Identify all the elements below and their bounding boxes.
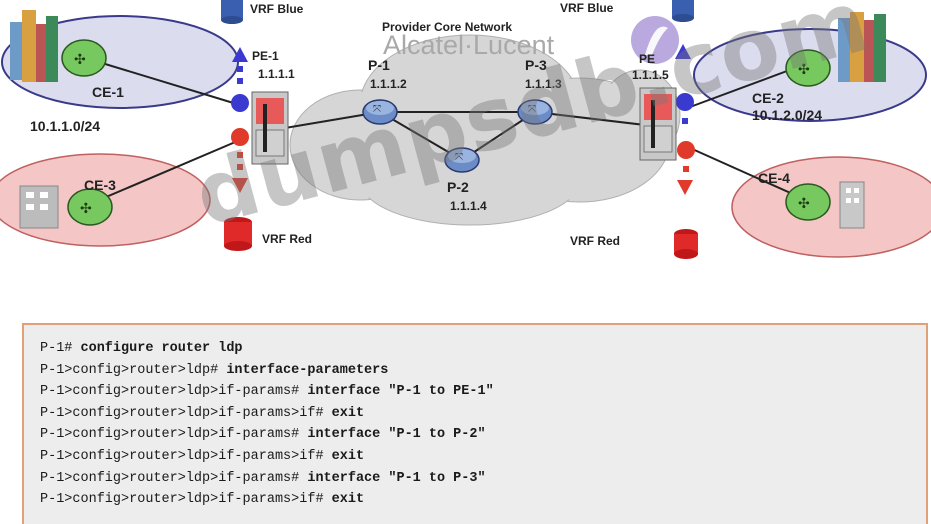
svg-text:⤧: ⤧ xyxy=(528,104,536,115)
vrf-blue-right-label: VRF Blue xyxy=(560,1,614,15)
svg-text:⤧: ⤧ xyxy=(373,104,381,115)
pe2-ip: 1.1.1.5 xyxy=(632,68,669,82)
p2-name: P-2 xyxy=(447,179,469,195)
vrf-blue-right-icon xyxy=(672,0,694,22)
ce1-router-icon: ✣ xyxy=(61,39,107,77)
vrf-red-right-icon xyxy=(674,229,698,259)
p1-name: P-1 xyxy=(368,57,390,73)
ce2-router-icon: ✣ xyxy=(785,49,831,87)
ce3-building-icon xyxy=(19,185,59,229)
cli-line: P-1>config>router>ldp# interface-paramet… xyxy=(40,362,389,378)
svg-text:✣: ✣ xyxy=(74,52,86,68)
ce4-name: CE-4 xyxy=(758,170,790,186)
cli-line: P-1>config>router>ldp>if-params# interfa… xyxy=(40,427,486,443)
pe1-ip: 1.1.1.1 xyxy=(258,67,295,81)
ce1-name: CE-1 xyxy=(92,84,124,100)
network-diagram: VRF Blue VRF Blue Provider Core Network … xyxy=(0,0,931,259)
ce4-site-ellipse xyxy=(731,156,931,258)
p3-ip: 1.1.1.3 xyxy=(525,77,562,91)
vrf-red-left-label: VRF Red xyxy=(262,232,312,246)
p1-router-icon: ⤧ xyxy=(362,99,398,125)
vrf-red-right-label: VRF Red xyxy=(570,234,620,248)
pe1-blue-vrf-dot xyxy=(231,94,249,112)
svg-text:✣: ✣ xyxy=(80,201,92,217)
vrf-blue-left-label: VRF Blue xyxy=(250,2,304,16)
pe1-router-icon xyxy=(251,91,289,165)
p2-ip: 1.1.1.4 xyxy=(450,199,487,213)
cli-line: P-1# configure router ldp xyxy=(40,341,243,356)
ce2-subnet: 10.1.2.0/24 xyxy=(752,107,822,123)
ce4-building-icon xyxy=(839,181,865,229)
p3-router-icon: ⤧ xyxy=(517,99,553,125)
vrf-red-left-icon xyxy=(224,217,252,251)
pe2-red-vrf-dot xyxy=(677,141,695,159)
cli-line: P-1>config>router>ldp>if-params>if# exit xyxy=(40,492,365,508)
ce4-router-icon: ✣ xyxy=(785,183,831,221)
svg-text:✣: ✣ xyxy=(798,196,810,212)
pe2-red-arrow-icon xyxy=(677,180,693,195)
svg-text:✣: ✣ xyxy=(798,62,810,78)
pe1-red-arrow-icon xyxy=(232,178,248,193)
cli-line: P-1>config>router>ldp>if-params# interfa… xyxy=(40,384,494,400)
provider-core-network-title: Provider Core Network xyxy=(382,20,512,34)
ce2-building-icon xyxy=(838,12,886,82)
alcatel-lucent-brand: Alcatel·Lucent xyxy=(383,30,555,60)
cli-line: P-1>config>router>ldp>if-params>if# exit xyxy=(40,448,365,464)
pe2-name: PE xyxy=(639,52,655,66)
ce3-router-icon: ✣ xyxy=(67,188,113,226)
pe1-red-vrf-dot xyxy=(231,128,249,146)
vrf-blue-left-icon xyxy=(221,0,243,24)
pe2-blue-arrow-icon xyxy=(675,44,691,59)
ce1-subnet: 10.1.1.0/24 xyxy=(30,118,100,134)
alcatel-lucent-logo-icon xyxy=(631,16,679,64)
pe2-blue-vrf-dot xyxy=(676,93,694,111)
cli-console: P-1# configure router ldp P-1>config>rou… xyxy=(22,323,928,524)
cli-line: P-1>config>router>ldp>if-params# interfa… xyxy=(40,470,486,486)
p3-name: P-3 xyxy=(525,57,547,73)
pe2-router-icon xyxy=(639,87,677,161)
ce3-name: CE-3 xyxy=(84,177,116,193)
ce2-name: CE-2 xyxy=(752,90,784,106)
pe1-name: PE-1 xyxy=(252,49,279,63)
p1-ip: 1.1.1.2 xyxy=(370,77,407,91)
svg-text:⤧: ⤧ xyxy=(455,152,463,163)
ce1-building-icon xyxy=(10,10,58,82)
cli-line: P-1>config>router>ldp>if-params>if# exit xyxy=(40,405,365,421)
pe1-blue-arrow-icon xyxy=(232,47,248,62)
p2-router-icon: ⤧ xyxy=(444,147,480,173)
